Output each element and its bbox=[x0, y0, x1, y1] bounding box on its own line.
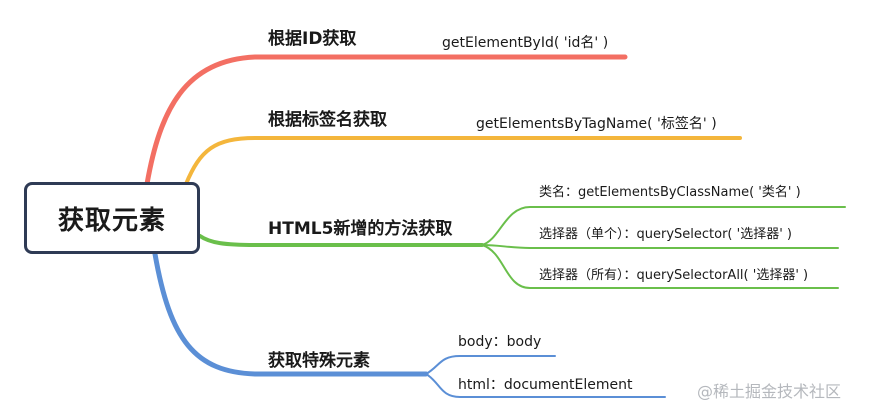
leaf-label-document-element: html：documentElement bbox=[458, 377, 633, 393]
branch-connector-html5 bbox=[198, 234, 484, 247]
leaf-label-body: body：body bbox=[458, 334, 542, 350]
leaf-label-get-elements-by-tag-name: getElementsByTagName( '标签名' ) bbox=[476, 116, 717, 132]
branch-label-by-tag: 根据标签名获取 bbox=[268, 110, 387, 130]
branch-connector-by-tag bbox=[184, 136, 742, 186]
leaf-connector-special-2 bbox=[425, 373, 666, 398]
leaf-connector-html5-2 bbox=[481, 244, 839, 249]
branch-label-special: 获取特殊元素 bbox=[268, 351, 370, 371]
leaf-connector-special-1 bbox=[425, 355, 556, 375]
branch-connector-special bbox=[152, 251, 429, 377]
leaf-label-query-selector: 选择器（单个）：querySelector( '选择器' ) bbox=[539, 227, 792, 242]
leaf-connector-html5-1 bbox=[481, 206, 846, 246]
leaf-label-get-elements-by-class-name: 类名：getElementsByClassName( '类名' ) bbox=[539, 185, 801, 200]
leaf-label-get-element-by-id: getElementById( 'id名' ) bbox=[442, 35, 609, 51]
branch-connector-by-id bbox=[144, 54, 628, 187]
leaf-label-query-selector-all: 选择器（所有）：querySelectorAll( '选择器' ) bbox=[539, 268, 809, 283]
branch-label-html5: HTML5新增的方法获取 bbox=[268, 219, 453, 239]
branch-label-by-id: 根据ID获取 bbox=[268, 29, 357, 49]
leaf-connector-html5-3 bbox=[481, 244, 839, 289]
watermark: @稀土掘金技术社区 bbox=[697, 382, 842, 401]
root-node: 获取元素 bbox=[24, 182, 200, 254]
